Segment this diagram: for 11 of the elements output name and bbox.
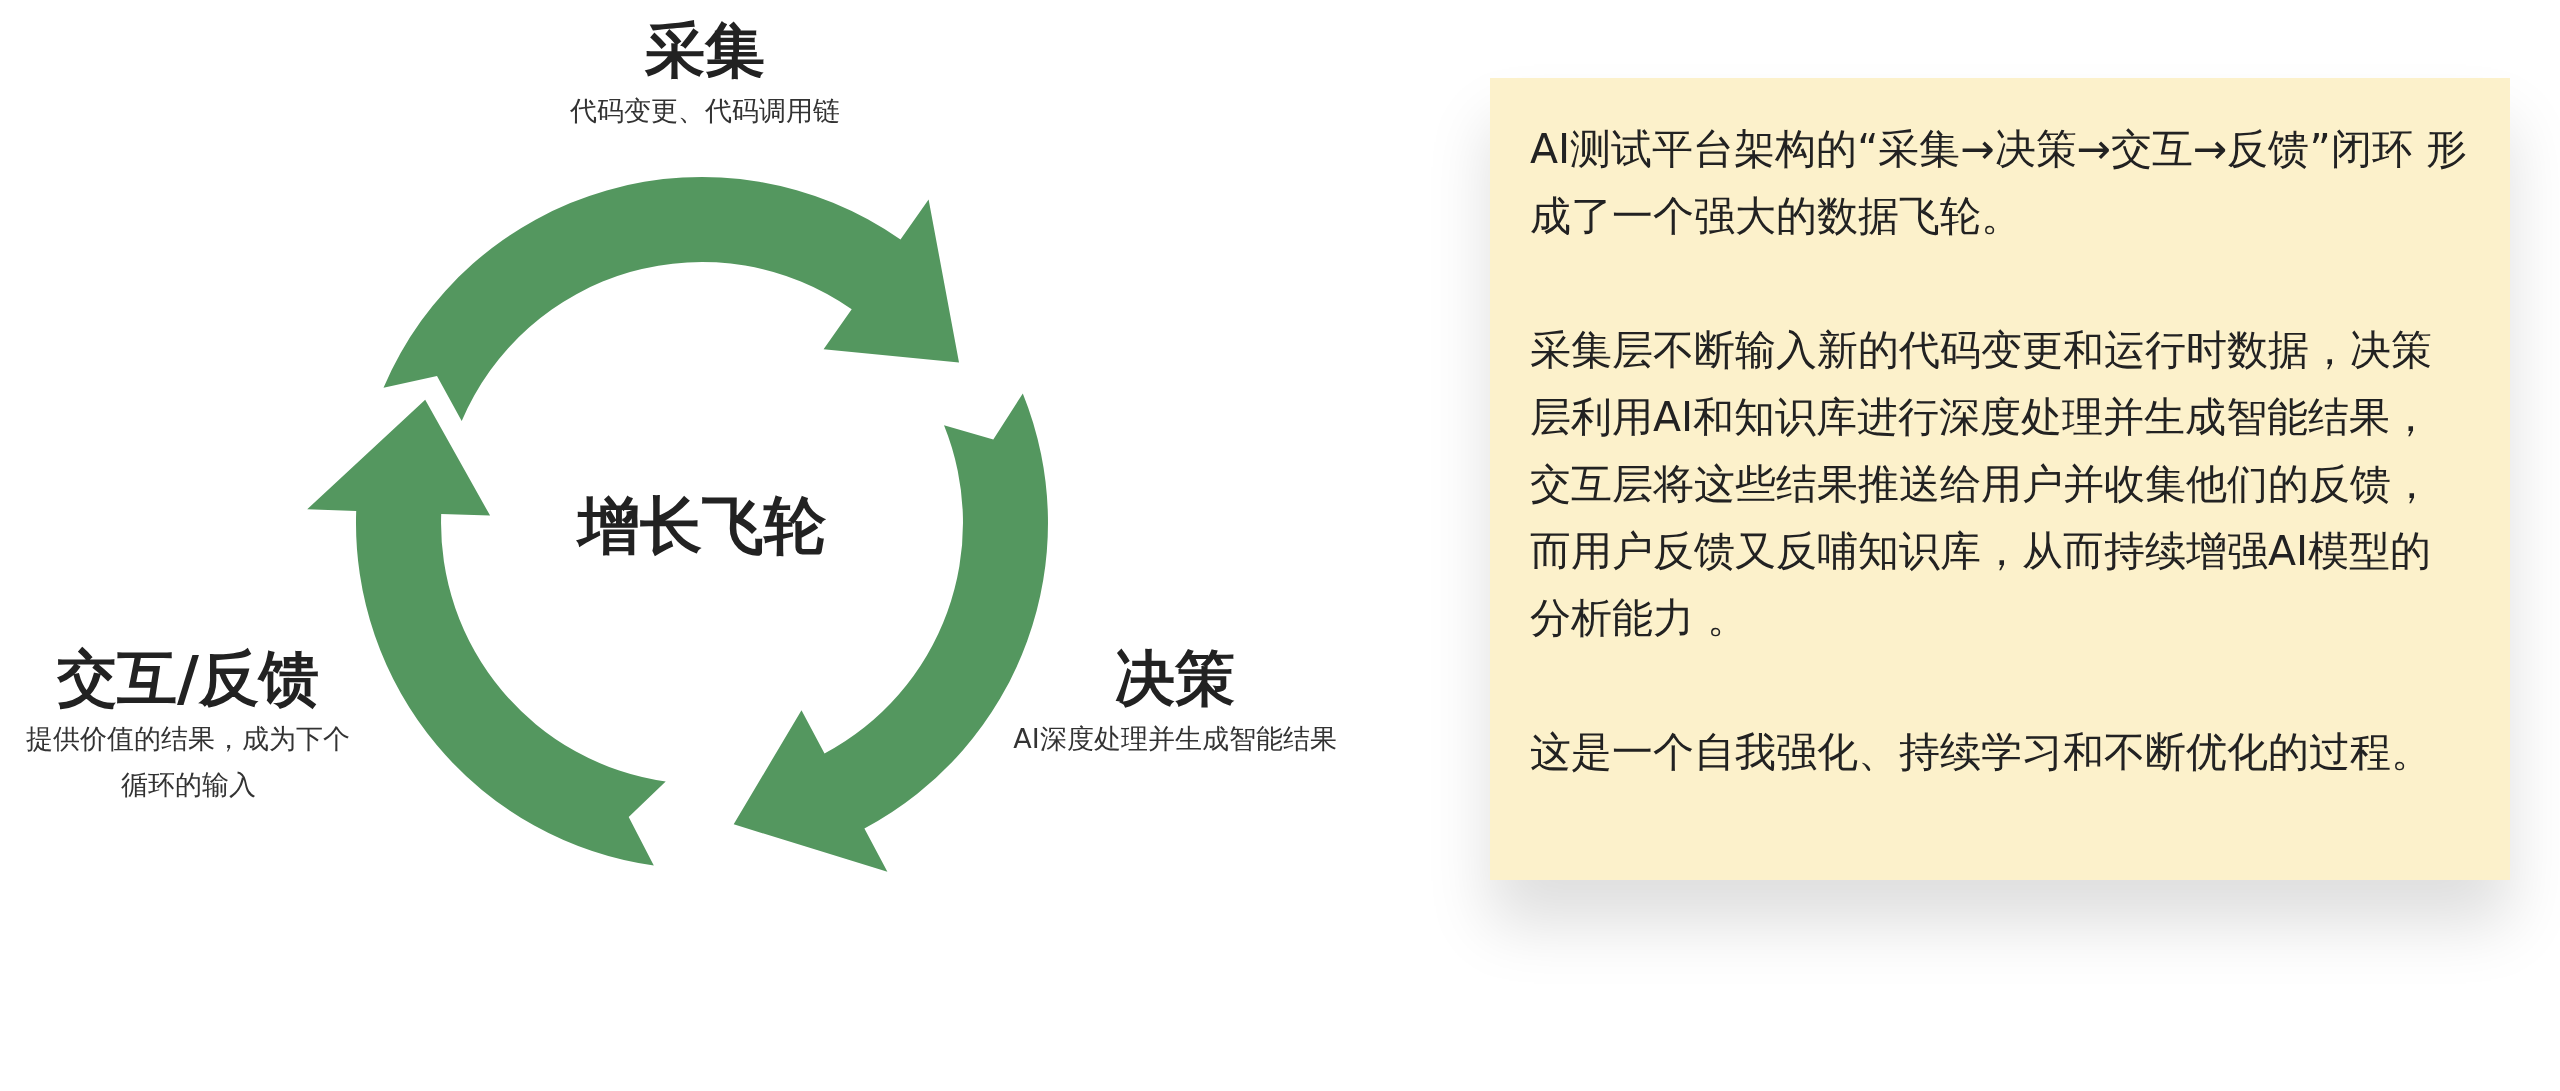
stage-description: 提供价值的结果，成为下个循环的输入	[25, 722, 351, 802]
paragraph: 采集层不断输入新的代码变更和运行时数据，决策层利用AI和知识库进行深度处理并生成智能结果，交互层将这些结果推送给用户并收集他们的反馈，而用户反馈又反哺知识库，从而持续增强AI模型的分析能力 。	[1530, 325, 2433, 644]
stage-title: 决策	[1114, 642, 1236, 715]
stage-description: AI深度处理并生成智能结果	[1012, 722, 1338, 756]
center-title: 增长飞轮	[575, 488, 827, 564]
text-card	[1490, 78, 2510, 880]
paragraph: AI测试平台架构的“采集→决策→交互→反馈”闭环 形成了一个强大的数据飞轮。	[1530, 124, 2468, 242]
paragraph: 这是一个自我强化、持续学习和不断优化的过程。	[1530, 727, 2433, 778]
stage-title: 采集	[644, 14, 766, 87]
stage-description: 代码变更、代码调用链	[569, 94, 841, 128]
stage-title: 交互/反馈	[56, 642, 320, 715]
